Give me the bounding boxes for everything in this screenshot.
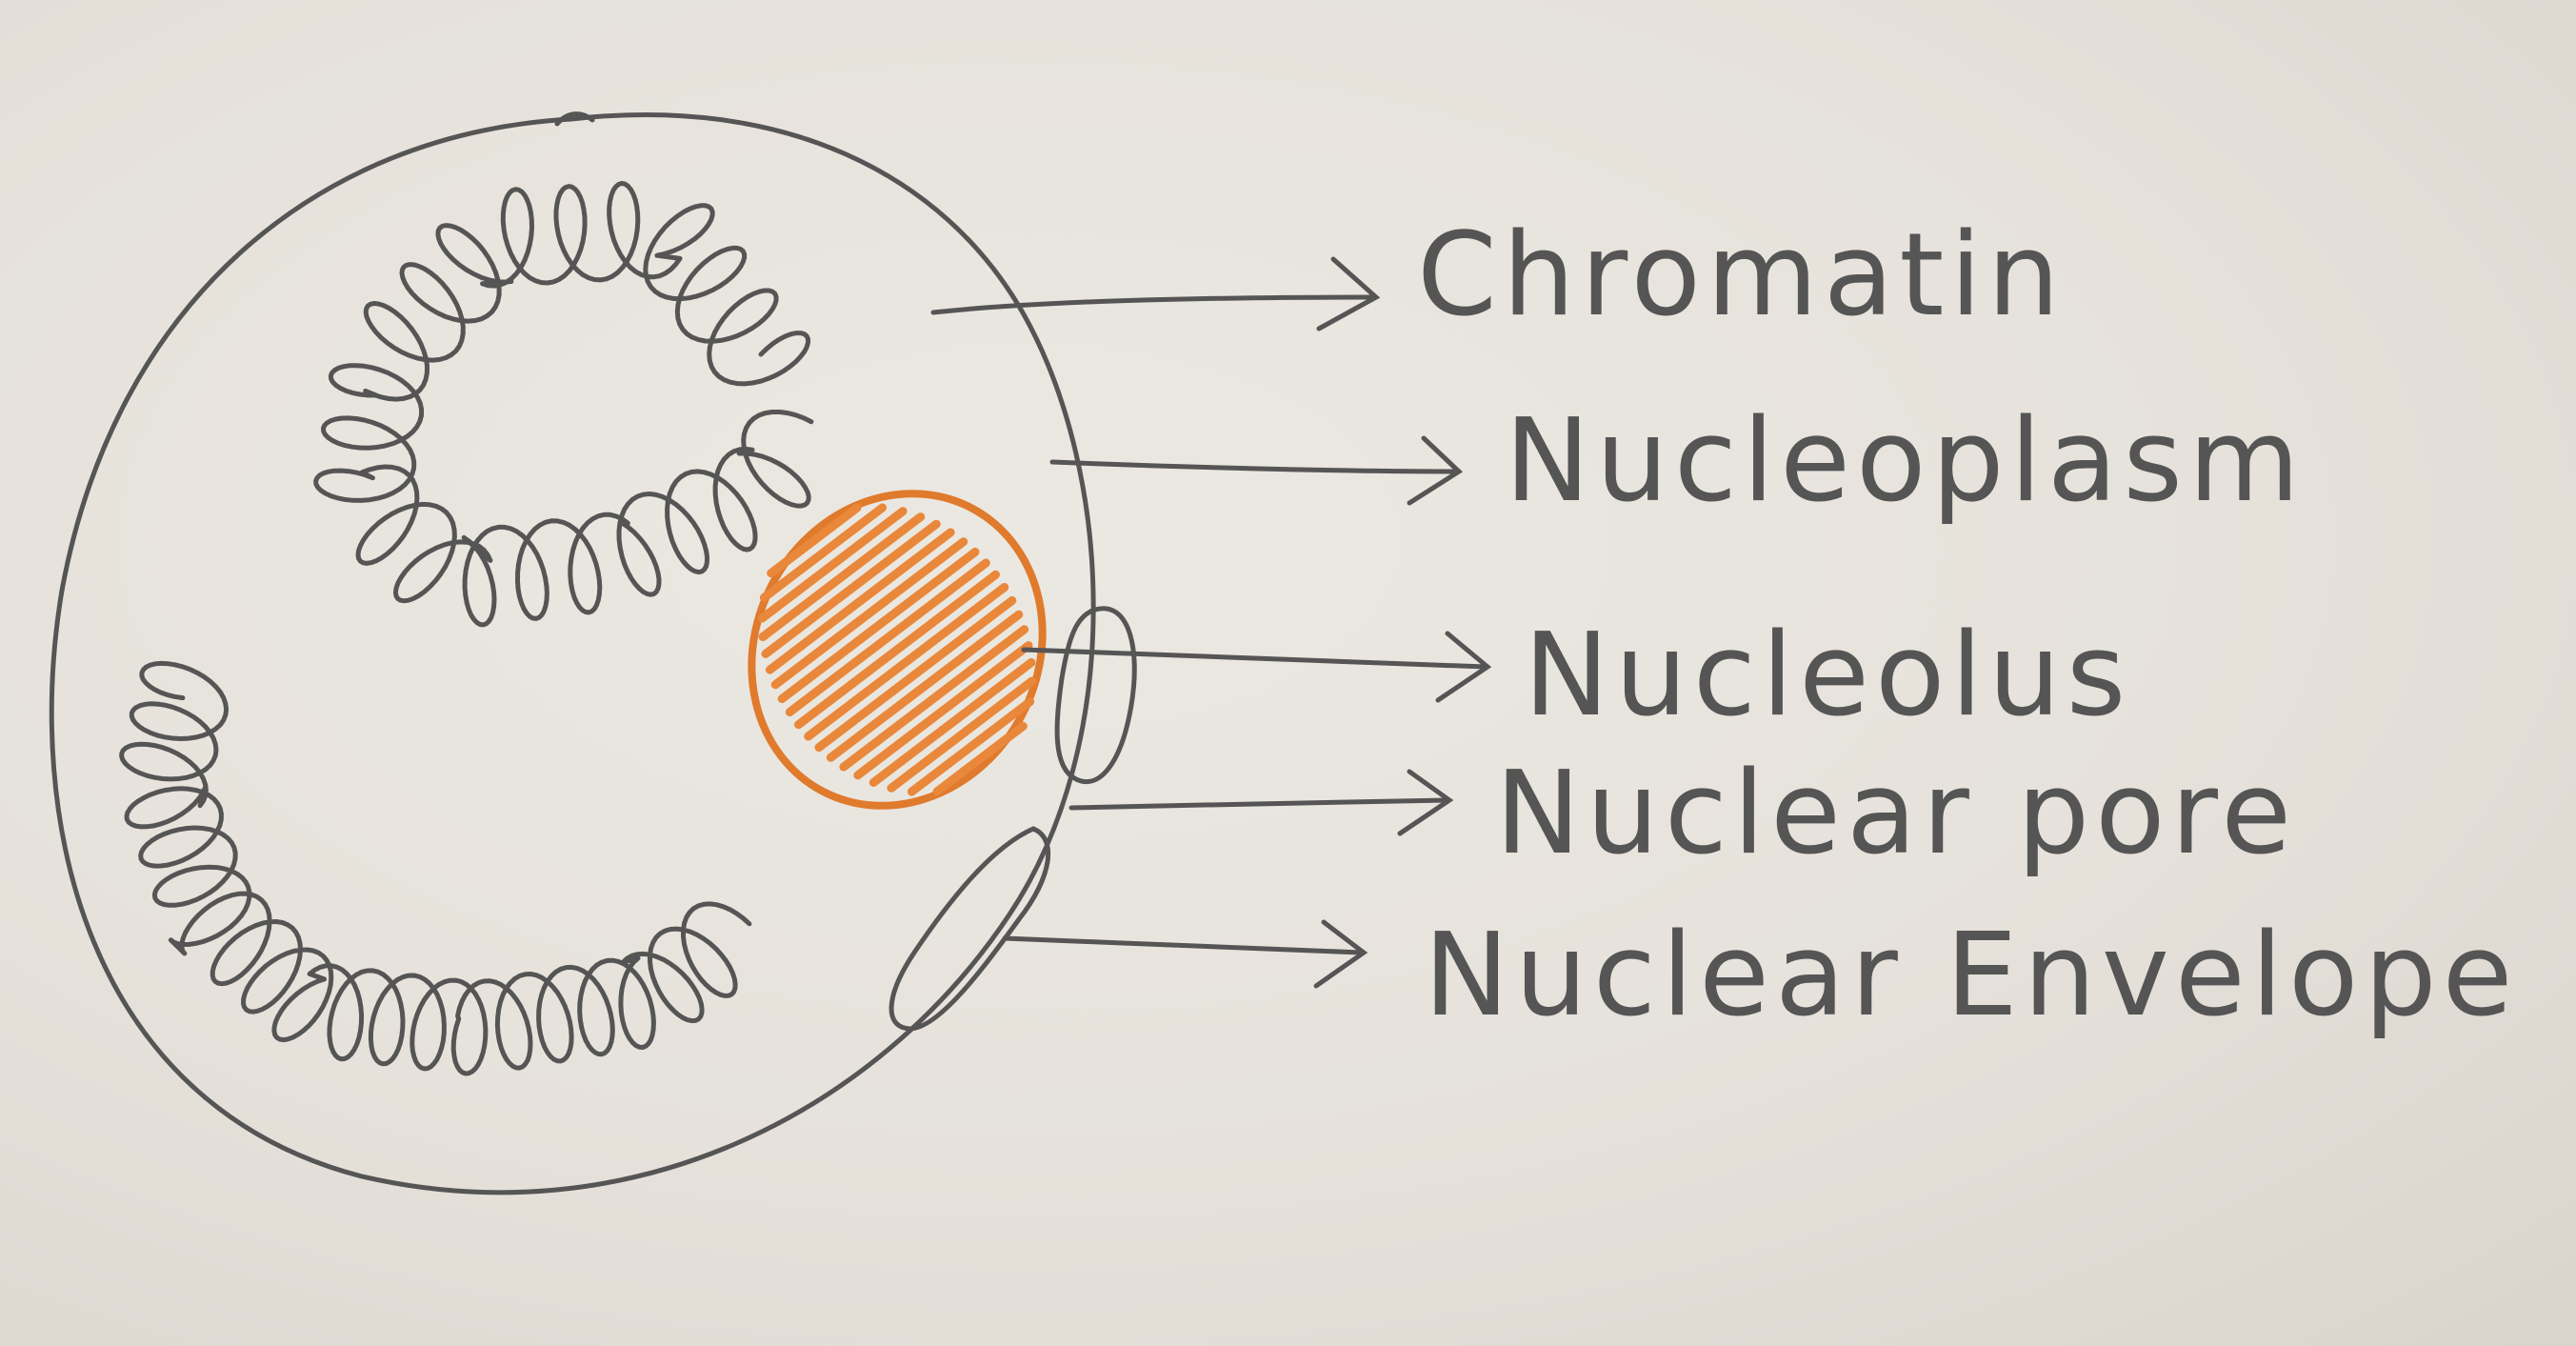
nuclear-envelope-pore-shape [889,826,1051,1032]
label-chromatin: Chromatin [1417,210,2066,342]
nucleolus-hatch-stroke [767,503,862,578]
label-nucleolus: Nucleolus [1524,610,2131,742]
nucleolus-hatch-stroke [757,507,908,623]
nucleolus-hatch-stroke [839,625,1029,772]
arrow-nucleoplasm [1049,435,1464,506]
label-nuclear-envelope: Nuclear Envelope [1424,910,2518,1042]
chromatin-coil-upper [313,181,814,628]
nucleus-outline [49,111,1096,1195]
nucleolus-hatch-stroke [814,595,1017,753]
nucleolus-shape [748,490,1047,810]
nuclear-pore-shape [1054,606,1137,785]
nucleolus-hatch-stroke [826,610,1024,762]
nucleolus-hatch-stroke [869,658,1036,787]
nucleolus-hatch-stroke [907,697,1035,796]
nucleolus-hatch-stroke [761,519,941,658]
nucleolus-hatch-stroke [804,583,1009,741]
arrow-nucleolus [1021,631,1492,703]
nucleolus-hatch-stroke [765,528,955,674]
nucleolus-hatch-stroke [777,547,980,704]
outline-join-tick [554,111,595,127]
nucleolus-hatch-stroke [759,503,888,602]
arrow-nuclear-pore [1068,769,1454,836]
nucleolus-hatch-stroke [853,641,1033,780]
label-nucleoplasm: Nucleoplasm [1505,395,2306,528]
arrow-nuclear-envelope [1002,919,1368,989]
chromatin-coil-lower [119,660,752,1076]
nucleolus-hatch-stroke [887,676,1037,793]
arrow-chromatin [930,256,1381,331]
nucleolus-hatch-stroke [770,537,968,690]
nucleolus-hatch-stroke [794,570,1000,730]
label-nuclear-pore: Nuclear pore [1495,748,2297,880]
nucleolus-hatch-stroke [932,721,1028,796]
nucleolus-hatch-stroke [785,558,990,716]
nucleolus-hatch-stroke [758,512,926,641]
